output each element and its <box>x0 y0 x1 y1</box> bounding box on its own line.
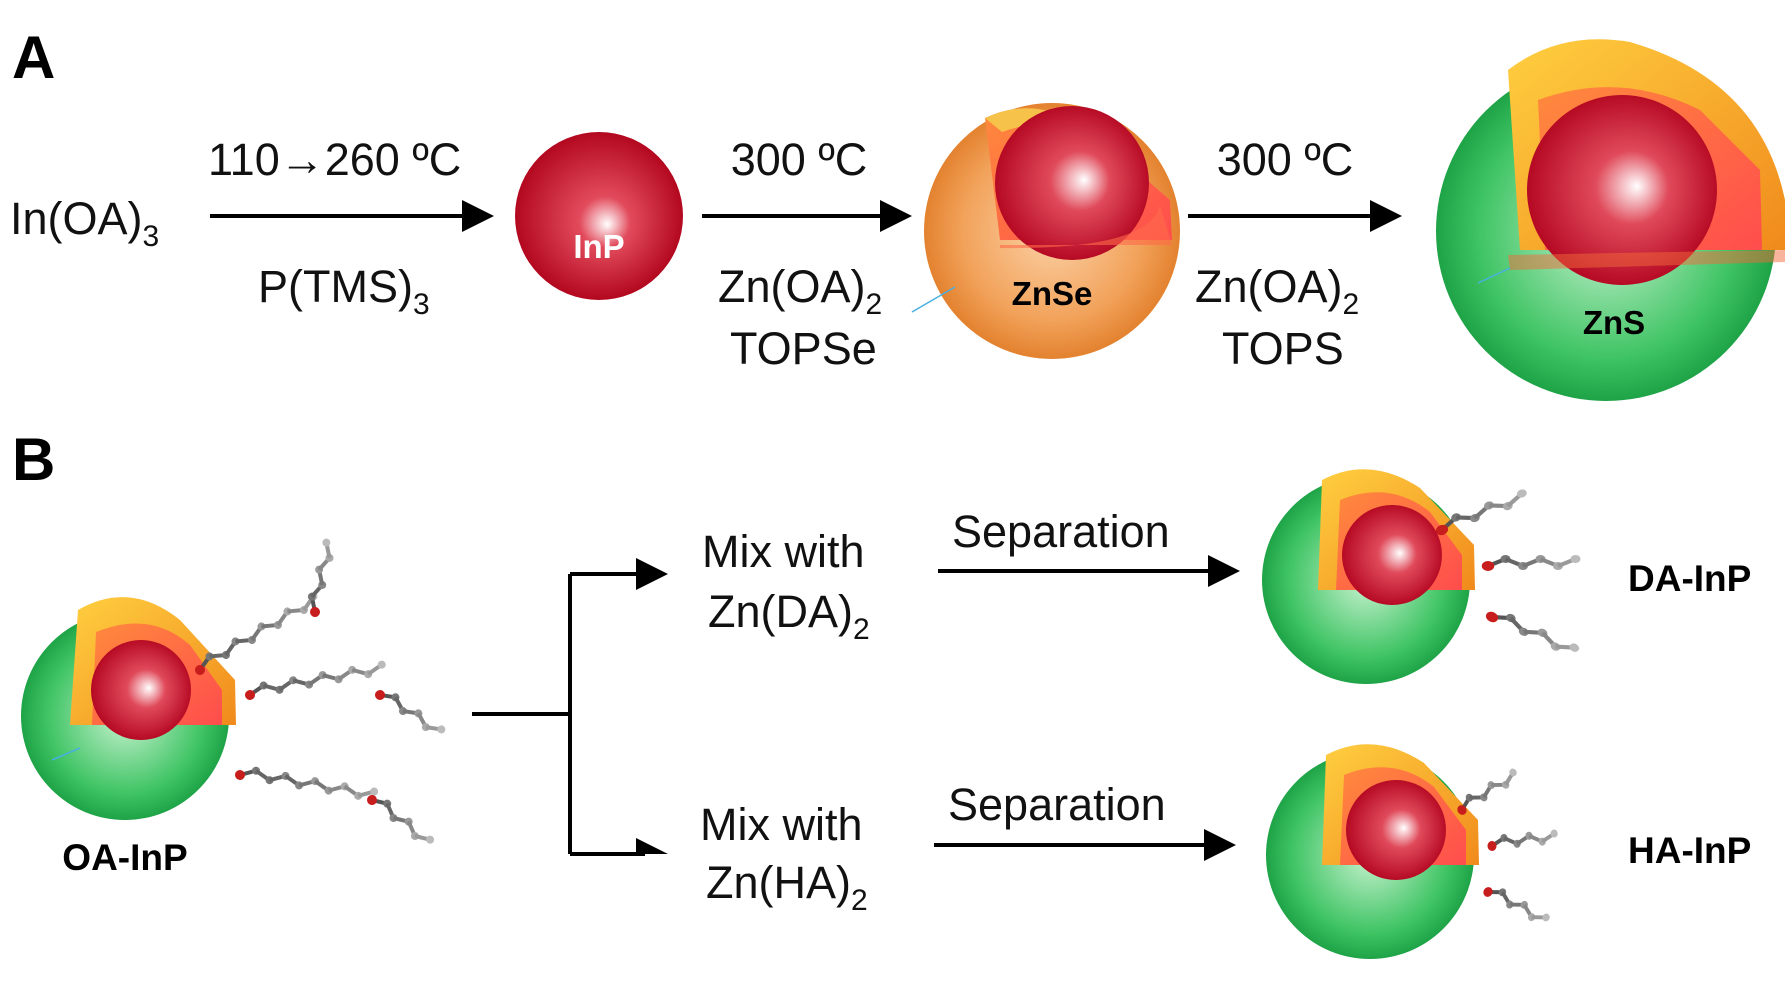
step1-temperature: 110→260 ºC <box>208 134 461 185</box>
ha-inp-particle <box>1266 744 1479 959</box>
separation-top-label: Separation <box>952 506 1170 557</box>
step2-zinc-precursor: Zn(OA)2 <box>718 261 882 321</box>
step3-arrow <box>1188 200 1402 232</box>
step3-temperature: 300 ºC <box>1217 134 1354 185</box>
separation-bottom-label: Separation <box>948 779 1166 830</box>
step2-temperature: 300 ºC <box>731 134 868 185</box>
core-label: InP <box>573 228 624 265</box>
znse-leader-line <box>911 286 956 313</box>
mix-top-line2: Zn(DA)2 <box>708 586 870 646</box>
step2-arrow <box>702 200 912 232</box>
mix-bottom-line2: Zn(HA)2 <box>706 857 868 917</box>
separation-top-arrow <box>938 555 1240 587</box>
zns-leader-line <box>1477 267 1511 284</box>
panel-a-label: A <box>12 24 55 91</box>
panel-b-label: B <box>12 426 55 493</box>
inp-znse-zns-particle <box>1436 39 1785 401</box>
source-label: OA-InP <box>62 837 187 878</box>
branch-connector <box>472 558 668 870</box>
inp-core-particle <box>515 132 683 300</box>
oa-inp-leader-line <box>51 747 81 761</box>
mix-bottom-line1: Mix with <box>700 799 863 850</box>
step2-selenium-precursor: TOPSe <box>730 323 877 374</box>
znse-shell-label: ZnSe <box>1012 275 1093 312</box>
oa-inp-particle <box>21 597 236 820</box>
separation-bottom-arrow <box>934 829 1236 861</box>
step1-reagent: P(TMS)3 <box>258 261 430 321</box>
step3-sulfur-precursor: TOPS <box>1222 323 1344 374</box>
step3-zinc-precursor: Zn(OA)2 <box>1195 261 1359 321</box>
zns-shell-label: ZnS <box>1583 304 1645 341</box>
ha-inp-label: HA-InP <box>1628 830 1751 871</box>
mix-top-line1: Mix with <box>702 526 865 577</box>
da-inp-label: DA-InP <box>1628 558 1751 599</box>
inp-znse-particle <box>924 103 1180 359</box>
step1-arrow <box>210 200 494 232</box>
da-inp-particle <box>1262 469 1475 684</box>
start-precursor: In(OA)3 <box>10 193 159 253</box>
